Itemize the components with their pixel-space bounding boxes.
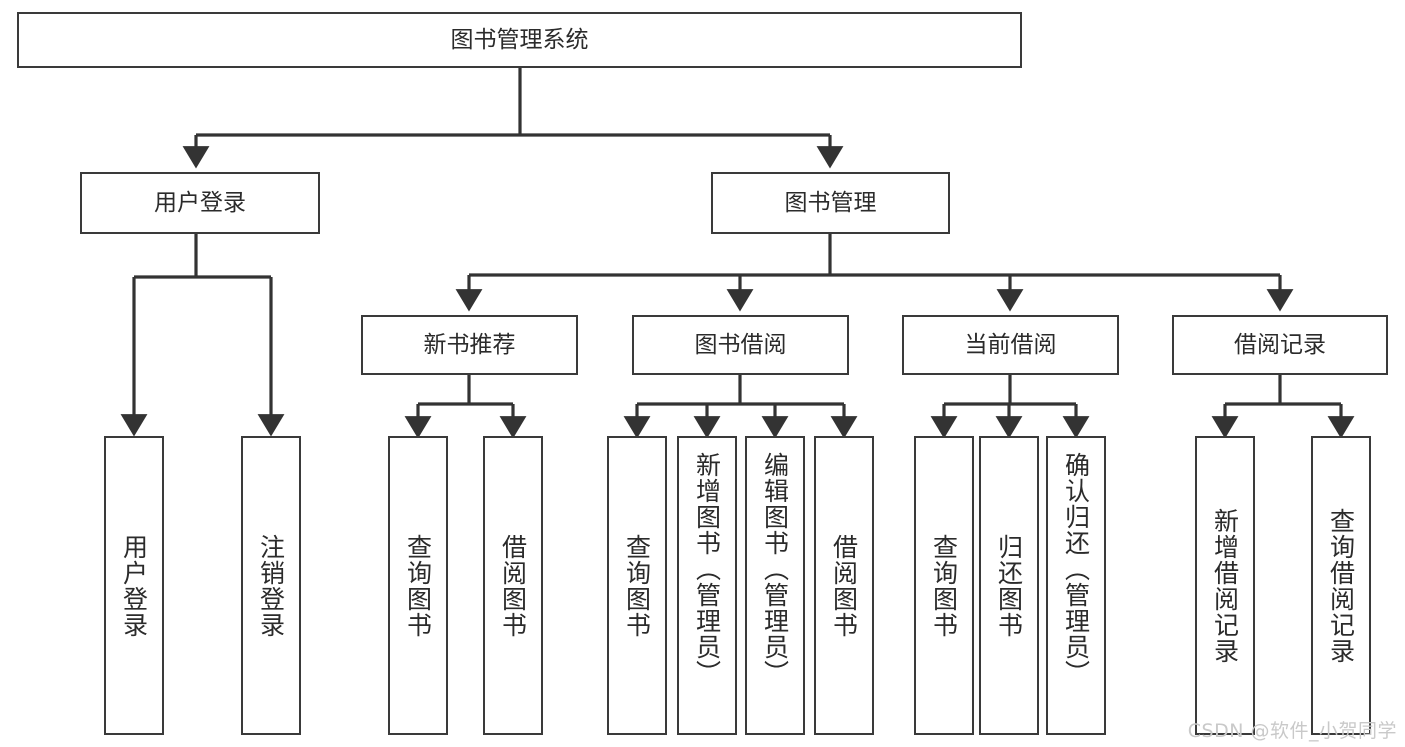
node-label: 用户登录 xyxy=(119,533,149,638)
node-label: 查询图书 xyxy=(403,533,433,638)
leaf-edit-book-admin[interactable]: 编辑图书（管理员） xyxy=(745,436,805,735)
node-book-borrowing[interactable]: 图书借阅 xyxy=(632,315,849,375)
node-label: 确认归还（管理员） xyxy=(1061,452,1091,686)
leaf-add-book-admin[interactable]: 新增图书（管理员） xyxy=(677,436,737,735)
node-label: 当前借阅 xyxy=(964,331,1057,358)
node-user-login[interactable]: 用户登录 xyxy=(80,172,320,234)
node-label: 借阅图书 xyxy=(498,533,528,638)
node-new-book-recommendation[interactable]: 新书推荐 xyxy=(361,315,578,375)
node-label: 图书借阅 xyxy=(694,331,787,358)
leaf-confirm-return-admin[interactable]: 确认归还（管理员） xyxy=(1046,436,1106,735)
node-label: 查询借阅记录 xyxy=(1326,507,1356,664)
node-label: 归还图书 xyxy=(994,533,1024,638)
leaf-borrow-books-newbook[interactable]: 借阅图书 xyxy=(483,436,543,735)
node-label: 查询图书 xyxy=(929,533,959,638)
node-current-borrowing[interactable]: 当前借阅 xyxy=(902,315,1119,375)
leaf-query-books-newbook[interactable]: 查询图书 xyxy=(388,436,448,735)
node-borrow-records[interactable]: 借阅记录 xyxy=(1172,315,1388,375)
node-label: 新增图书（管理员） xyxy=(692,452,722,686)
node-label: 用户登录 xyxy=(154,189,246,216)
node-label: 新书推荐 xyxy=(423,331,516,358)
node-label: 图书管理 xyxy=(784,189,877,216)
node-label: 新增借阅记录 xyxy=(1210,507,1240,664)
leaf-query-books-borrow[interactable]: 查询图书 xyxy=(607,436,667,735)
node-label: 注销登录 xyxy=(256,533,286,638)
node-label: 借阅记录 xyxy=(1234,331,1326,358)
leaf-query-books-current[interactable]: 查询图书 xyxy=(914,436,974,735)
leaf-return-books[interactable]: 归还图书 xyxy=(979,436,1039,735)
leaf-add-borrow-record[interactable]: 新增借阅记录 xyxy=(1195,436,1255,735)
node-label: 编辑图书（管理员） xyxy=(760,452,790,686)
leaf-logout[interactable]: 注销登录 xyxy=(241,436,301,735)
node-root-book-management-system[interactable]: 图书管理系统 xyxy=(17,12,1022,68)
leaf-borrow-books[interactable]: 借阅图书 xyxy=(814,436,874,735)
leaf-user-login[interactable]: 用户登录 xyxy=(104,436,164,735)
node-book-management[interactable]: 图书管理 xyxy=(711,172,950,234)
node-label: 图书管理系统 xyxy=(450,26,589,53)
node-label: 借阅图书 xyxy=(829,533,859,638)
leaf-query-borrow-record[interactable]: 查询借阅记录 xyxy=(1311,436,1371,735)
node-label: 查询图书 xyxy=(622,533,652,638)
